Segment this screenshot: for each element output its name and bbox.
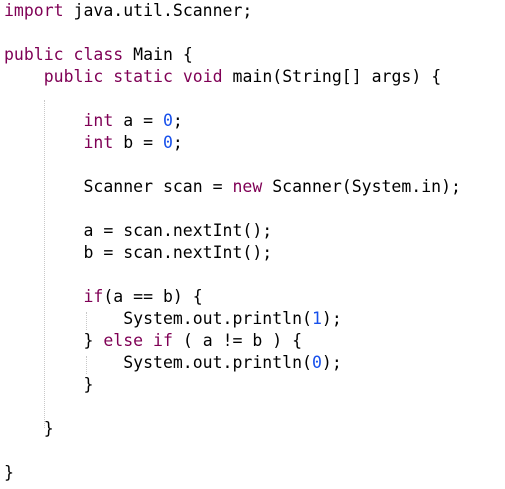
code-line: System.out.println(1); <box>4 309 342 328</box>
code-line: public static void main(String[] args) { <box>43 67 442 86</box>
code-line: int a = 0; <box>83 111 183 130</box>
code-line: b = scan.nextInt(); <box>4 243 273 262</box>
code-line: a = scan.nextInt(); <box>4 221 273 240</box>
code-line: public class Main { <box>4 45 193 64</box>
indent-guide-method <box>44 100 45 428</box>
code-line: } else if ( a != b ) { <box>4 331 303 350</box>
code-line: } <box>4 463 14 482</box>
code-line: } <box>4 419 54 438</box>
code-line: System.out.println(0); <box>4 353 342 372</box>
code-line: Scanner scan = new Scanner(System.in); <box>4 177 461 196</box>
code-line: if(a == b) { <box>83 287 203 306</box>
indent-guide-else-body <box>86 356 87 374</box>
code-line: int b = 0; <box>83 133 183 152</box>
code-line: } <box>4 375 94 394</box>
indent-guide-if-body <box>86 312 87 330</box>
code-line: import java.util.Scanner; <box>4 1 253 20</box>
